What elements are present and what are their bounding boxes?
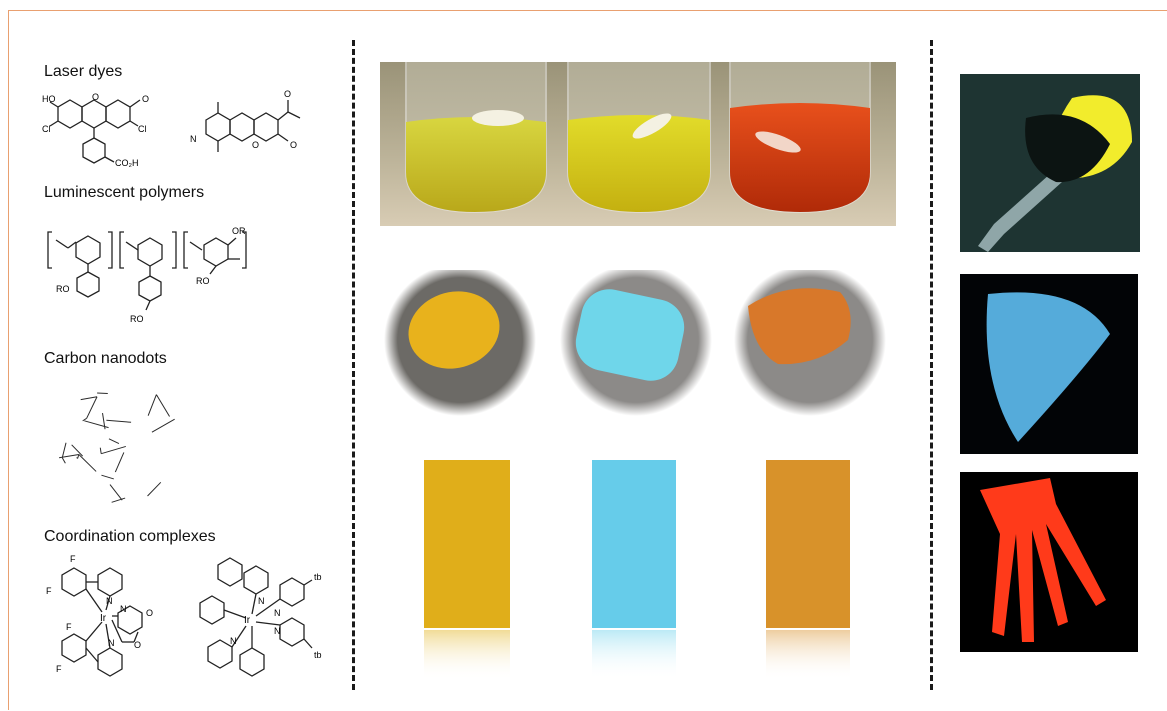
- atom-tb-2: tb: [314, 650, 322, 660]
- section-label-coordination-complexes: Coordination complexes: [44, 528, 216, 545]
- fork-photo: [960, 472, 1138, 652]
- nanodot-bond: [99, 447, 102, 454]
- nanodot-bond: [101, 445, 126, 455]
- nanodot-bond: [101, 474, 114, 480]
- atom-n: N: [190, 134, 197, 144]
- atom-o-carbonyl: O: [290, 140, 297, 150]
- atom-n-2c: N: [274, 626, 281, 636]
- luminescent-polymer-structure: RO RO OR RO: [47, 226, 247, 324]
- atom-ro-2: RO: [130, 314, 144, 324]
- spoon-photo: [960, 74, 1140, 252]
- atom-o-acetyl: O: [284, 89, 291, 99]
- atom-co2h: CO₂H: [115, 158, 139, 168]
- atom-ro-1: RO: [56, 284, 70, 294]
- atom-o-1a: O: [134, 640, 141, 650]
- atom-or: OR: [232, 226, 246, 236]
- nanodot-bond: [114, 452, 125, 473]
- atom-cl-right: Cl: [138, 124, 147, 134]
- atom-ir-2: Ir: [244, 615, 251, 626]
- atom-o-lactone: O: [252, 140, 259, 150]
- atom-f-2: F: [46, 586, 52, 596]
- atom-n-1b: N: [120, 604, 127, 614]
- atom-f-4: F: [56, 664, 62, 674]
- nanodot-bond: [111, 497, 126, 503]
- nanodot-bond: [61, 442, 67, 458]
- pellet-photo: [384, 270, 886, 416]
- atom-n-2a: N: [258, 596, 265, 606]
- coumarin-dye-structure: O O O N: [190, 89, 301, 152]
- xanthene-dye-structure: HO O O Cl Cl CO₂H: [42, 92, 149, 168]
- nanodot-bond: [102, 412, 106, 430]
- nanodot-bond: [108, 438, 120, 445]
- blade-photo: [960, 274, 1138, 454]
- nanodot-bond: [155, 394, 170, 417]
- atom-ir-1: Ir: [100, 613, 107, 624]
- nanodot-bond: [147, 481, 162, 497]
- nanodot-bond: [82, 417, 87, 422]
- section-label-luminescent-polymers: Luminescent polymers: [44, 184, 205, 201]
- atom-tb-1: tb: [314, 572, 322, 582]
- vials-photo: [380, 62, 896, 226]
- atom-ho: HO: [42, 94, 56, 104]
- figure-frame: [8, 10, 1167, 710]
- atom-f-3: F: [66, 622, 72, 632]
- section-label-carbon-nanodots: Carbon nanodots: [44, 350, 167, 367]
- nanodot-bond: [59, 454, 79, 459]
- iridium-complex-2-structure: Ir N N N N tb tb: [199, 557, 322, 677]
- atom-n-2b: N: [274, 608, 281, 618]
- atom-o-ring: O: [92, 92, 99, 102]
- film-photo: [424, 460, 850, 680]
- carbon-nanodot-structure: [59, 392, 175, 503]
- atom-n-1c: N: [108, 638, 115, 648]
- divider-left: [352, 40, 355, 690]
- nanodot-bond: [109, 484, 123, 501]
- atom-n-1a: N: [106, 596, 113, 606]
- atom-f-1: F: [70, 554, 76, 564]
- atom-n-2d: N: [230, 636, 237, 646]
- nanodot-bond: [151, 418, 175, 433]
- nanodot-bond: [147, 394, 157, 416]
- nanodot-bond: [86, 396, 98, 419]
- nanodot-bond: [80, 396, 98, 401]
- nanodot-bond: [78, 454, 97, 472]
- section-label-laser-dyes: Laser dyes: [44, 63, 123, 80]
- atom-o-keto: O: [142, 94, 149, 104]
- atom-ro-3: RO: [196, 276, 210, 286]
- nanodot-bond: [71, 444, 83, 457]
- iridium-complex-1-structure: F F F F Ir N N N O O: [46, 554, 153, 677]
- atom-o-1b: O: [146, 608, 153, 618]
- nanodot-bond: [77, 454, 80, 459]
- divider-right: [930, 40, 933, 690]
- nanodot-bond: [106, 419, 132, 423]
- nanodot-bond: [61, 457, 66, 464]
- atom-cl-left: Cl: [42, 124, 51, 134]
